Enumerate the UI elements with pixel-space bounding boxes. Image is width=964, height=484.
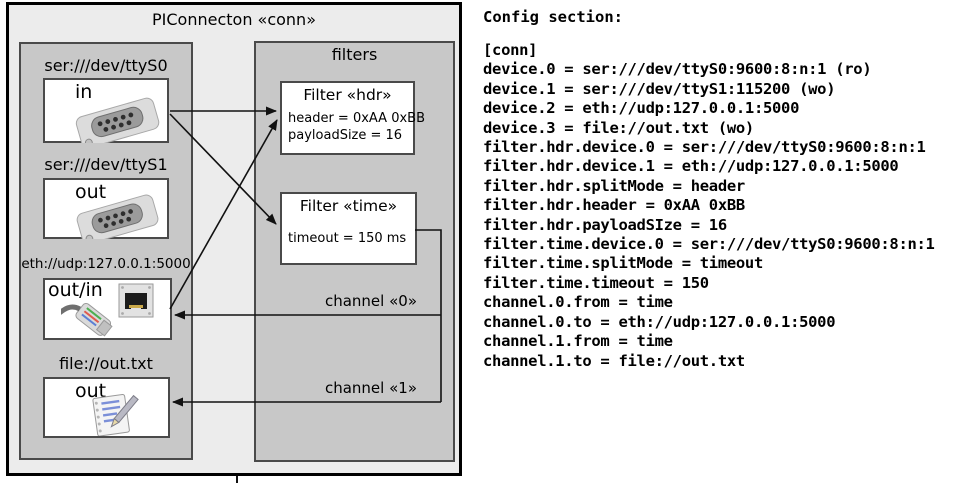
device-direction: in [75, 81, 93, 103]
notepad-icon [92, 393, 139, 436]
devices-panel: ser:///dev/ttyS0 in [19, 42, 193, 460]
channel-1-label: channel «1» [324, 379, 417, 397]
connection-diagram: PIConnecton «conn» ser:///dev/ttyS0 in [6, 2, 462, 476]
device-label-file: file://out.txt [59, 354, 153, 373]
filters-panel-title: filters [331, 45, 378, 64]
serial-connector-icon [76, 194, 159, 239]
config-section-heading: Config section: [483, 8, 623, 26]
filters-panel: filters Filter «hdr» header = 0xAA 0xBB … [254, 41, 455, 462]
serial-connector-icon [75, 97, 160, 143]
device-direction: out/in [48, 279, 103, 301]
device-label-eth: eth://udp:127.0.0.1:5000 [21, 256, 191, 272]
ethernet-jack-icon [118, 283, 154, 318]
filter-time-box: Filter «time» timeout = 150 ms [280, 192, 417, 265]
device-box-ttys1: out [43, 178, 169, 239]
filter-hdr-box: Filter «hdr» header = 0xAA 0xBB payloadS… [280, 81, 425, 155]
filter-hdr-attribute: header = 0xAA 0xBB [288, 111, 426, 126]
device-direction: out [75, 380, 107, 402]
device-box-eth: out/in [43, 278, 172, 340]
ethernet-cable-icon [61, 302, 113, 337]
filter-time-attribute: timeout = 150 ms [288, 231, 407, 246]
config-section-text: [conn] device.0 = ser:///dev/ttyS0:9600:… [483, 41, 935, 370]
filter-hdr-title: Filter «hdr» [303, 86, 392, 104]
device-box-file: out [43, 377, 170, 438]
device-label-ttys1: ser:///dev/ttyS1 [44, 155, 168, 174]
filter-time-title: Filter «time» [299, 197, 398, 215]
device-label-ttys0: ser:///dev/ttyS0 [44, 56, 168, 75]
device-box-ttys0: in [43, 78, 169, 143]
device-direction: out [75, 181, 107, 203]
filter-hdr-attribute: payloadSize = 16 [288, 128, 403, 143]
diagram-title: PIConnecton «conn» [152, 10, 316, 29]
channel-0-label: channel «0» [324, 292, 417, 310]
